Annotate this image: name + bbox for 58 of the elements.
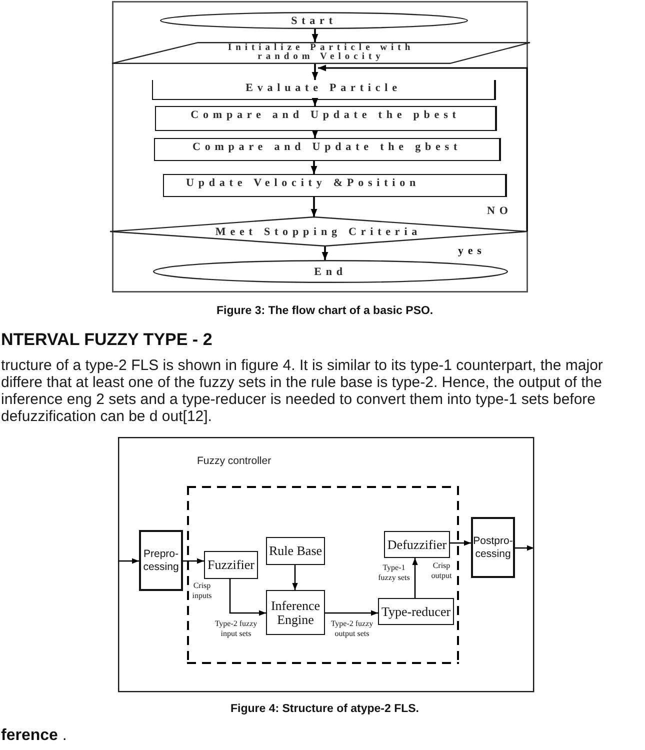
node-label: Fuzzifier	[208, 558, 254, 572]
terminal-oval	[160, 12, 468, 29]
dashed-group-box	[187, 455, 459, 664]
arrow	[322, 246, 328, 260]
figure-caption: Figure 4: Structure of atype-2 FLS.	[230, 703, 419, 715]
group-title: Fuzzy controller	[197, 455, 272, 467]
process-box	[155, 106, 497, 131]
edge-label: Crisp output	[430, 561, 453, 581]
arrow	[312, 29, 318, 42]
decision-diamond	[110, 217, 527, 246]
process-box	[154, 138, 501, 161]
section-heading: ference .	[1, 727, 67, 745]
edge-label: Type-2 fuzzy output sets	[330, 619, 374, 639]
arrow	[229, 579, 266, 616]
arrow	[312, 130, 318, 138]
process-box	[152, 80, 496, 100]
arrow	[118, 558, 139, 564]
node-label: Meet Stopping Criteria	[215, 226, 422, 238]
block-box	[471, 517, 515, 578]
node-label: Prepro- cessing	[142, 548, 180, 574]
branch-label: yes	[458, 245, 486, 257]
input-parallelogram	[112, 42, 530, 64]
node-label: Defuzzifier	[387, 538, 447, 552]
edge-label: Type-1 fuzzy sets	[377, 563, 411, 583]
node-label: Start	[291, 14, 337, 26]
node-label: Evaluate Particle	[246, 82, 402, 94]
node-label: Rule Base	[268, 544, 322, 558]
arrow	[515, 545, 534, 551]
node-label: Postpro- cessing	[473, 534, 513, 560]
node-label: Update Velocity &Position	[186, 177, 420, 189]
body-paragraph: tructure of a type-2 FLS is shown in figure 4. It is similar to its type-1 counterpart, the major differe that at least one of the fuzzy sets in the rule base is type-2. Hence, the output of the inference eng 2 sets and a type-reducer is needed to convert them into type-1 sets before defuzzification can be d out[12].	[1, 357, 604, 425]
arrow	[450, 540, 471, 546]
process-box	[163, 174, 507, 197]
arrow	[292, 565, 298, 590]
node-label: Initialize Particle with random Velocity	[226, 44, 416, 62]
block-box	[378, 598, 454, 625]
arrow	[310, 161, 318, 174]
terminal-oval	[153, 260, 508, 283]
arrow	[312, 98, 318, 106]
block-box	[139, 530, 183, 591]
node-label: Compare and Update the gbest	[192, 141, 462, 153]
arrow	[412, 558, 418, 598]
block-box	[204, 551, 258, 579]
node-label: Compare and Update the pbest	[190, 109, 460, 121]
node-label: Type-reducer	[381, 604, 451, 618]
node-label: End	[314, 266, 347, 278]
block-box	[384, 531, 450, 558]
arrow	[310, 197, 318, 217]
arrow	[312, 64, 318, 80]
edge-label: Crisp inputs	[191, 581, 213, 601]
figure-caption: Figure 3: The flow chart of a basic PSO.	[216, 305, 434, 317]
section-heading: NTERVAL FUZZY TYPE - 2	[1, 330, 212, 350]
arrow	[325, 610, 378, 616]
block-box	[266, 590, 325, 635]
block-box	[266, 537, 325, 565]
node-label: Inference Engine	[270, 598, 322, 626]
edge-label: Type-2 fuzzy input sets	[214, 619, 258, 639]
arrow	[183, 558, 204, 564]
